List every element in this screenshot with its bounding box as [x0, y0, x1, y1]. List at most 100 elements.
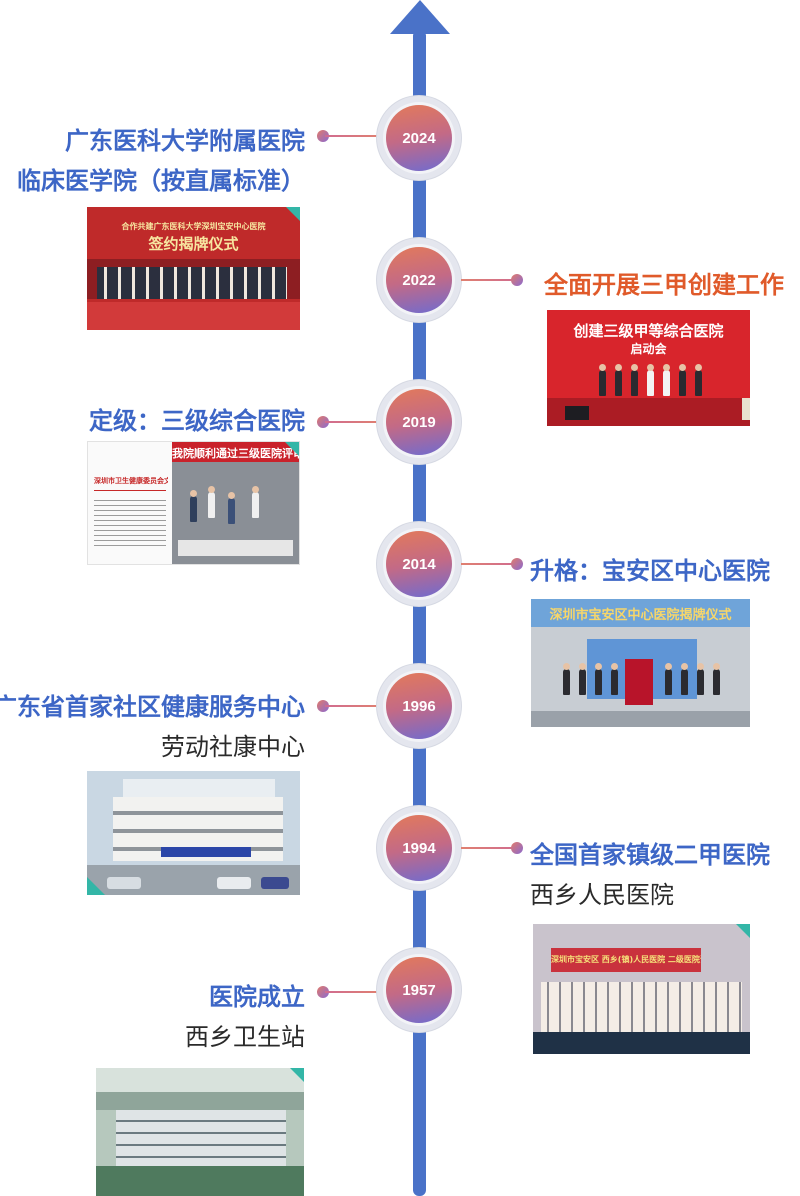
photo-car [217, 877, 251, 889]
milestone-1996-dot [317, 700, 329, 712]
photo-person [665, 663, 672, 695]
milestone-1996-connector [325, 705, 381, 707]
photo-person [681, 663, 688, 695]
milestone-2022-photo: 创建三级甲等综合医院 启动会 [547, 310, 750, 426]
photo-stand [742, 398, 750, 420]
milestone-1957-subtitle: 西乡卫生站 [185, 1023, 305, 1051]
milestone-2022-year: 2022 [386, 247, 452, 313]
photo-person [208, 486, 215, 518]
milestone-1996-subtitle: 劳动社康中心 [161, 733, 305, 761]
photo-floor [533, 1032, 750, 1054]
milestone-1994-photo-banner: 深圳市宝安区 西乡(镇)人民医院 二级医院评审会 [551, 955, 701, 964]
photo-document: 深圳市卫生健康委员会文件 [88, 442, 172, 564]
photo-person [611, 663, 618, 695]
photo-trees [96, 1166, 304, 1196]
milestone-1994-year: 1994 [386, 815, 452, 881]
photo-red-curtain [625, 659, 653, 705]
milestone-1994-dot [511, 842, 523, 854]
milestone-2022-title: 全面开展三甲创建工作 [544, 271, 784, 299]
milestone-2014-photo-banner: 深圳市宝安区中心医院揭牌仪式 [549, 608, 732, 623]
milestone-2014-year: 2014 [386, 531, 452, 597]
milestone-1957-title: 医院成立 [209, 983, 305, 1011]
milestone-2022-node: 2022 [377, 238, 461, 322]
photo-table [178, 540, 293, 556]
photo-corner-accent [290, 1068, 304, 1082]
photo-banner-bar: 我院顺利通过三级医院评审 [172, 442, 299, 462]
milestone-1994-node: 1994 [377, 806, 461, 890]
milestone-2019-connector [325, 421, 381, 423]
milestone-1957-connector [325, 991, 381, 993]
photo-floor [531, 711, 750, 727]
photo-document-rule [94, 490, 166, 491]
photo-hills [96, 1092, 304, 1110]
photo-person [228, 492, 235, 524]
milestone-1996-title: 广东省首家社区健康服务中心 [0, 693, 305, 721]
milestone-2024-photo: 合作共建广东医科大学深圳宝安中心医院 签约揭牌仪式 [87, 207, 300, 330]
photo-banner-bar: 深圳市宝安区 西乡(镇)人民医院 二级医院评审会 [551, 948, 701, 972]
milestone-1994-subtitle: 西乡人民医院 [530, 881, 674, 909]
photo-carpet [87, 302, 300, 330]
milestone-2014-connector [461, 563, 517, 565]
photo-group-people [541, 982, 742, 1032]
milestone-2019-photo: 深圳市卫生健康委员会文件 我院顺利通过三级医院评审 [87, 441, 300, 565]
milestone-2024-photo-banner2: 签约揭牌仪式 [148, 235, 239, 253]
photo-corner-accent [736, 924, 750, 938]
photo-person [190, 490, 197, 522]
photo-car [107, 877, 141, 889]
milestone-1996-photo [87, 771, 300, 895]
milestone-2022-photo-banner2: 启动会 [630, 342, 667, 356]
milestone-2022-connector [461, 279, 517, 281]
photo-document-title: 深圳市卫生健康委员会文件 [94, 477, 168, 485]
milestone-1957-node: 1957 [377, 948, 461, 1032]
photo-person [713, 663, 720, 695]
milestone-2024-title-line2: 临床医学院（按直属标准） [17, 167, 305, 195]
milestone-2019-node: 2019 [377, 380, 461, 464]
milestone-1996-year: 1996 [386, 673, 452, 739]
photo-group-people [97, 267, 287, 299]
photo-buildings [116, 1110, 286, 1166]
photo-person [679, 364, 686, 396]
milestone-2024-title-line1: 广东医科大学附属医院 [65, 127, 305, 155]
photo-person [697, 663, 704, 695]
milestone-2024-connector [325, 135, 381, 137]
photo-banner-bar: 深圳市宝安区中心医院揭牌仪式 [531, 599, 750, 627]
milestone-2019-title: 定级：三级综合医院 [89, 407, 305, 435]
milestone-1957-dot [317, 986, 329, 998]
milestone-2014-title: 升格：宝安区中心医院 [530, 557, 770, 585]
photo-building-banner [161, 847, 251, 857]
milestone-2024-photo-banner: 合作共建广东医科大学深圳宝安中心医院 [121, 222, 266, 231]
photo-person [595, 663, 602, 695]
photo-person [615, 364, 622, 396]
milestone-2022-dot [511, 274, 523, 286]
photo-podium [565, 406, 589, 420]
photo-person [647, 364, 654, 396]
milestone-2019-year: 2019 [386, 389, 452, 455]
milestone-2014-node: 2014 [377, 522, 461, 606]
milestone-1994-photo: 深圳市宝安区 西乡(镇)人民医院 二级医院评审会 [533, 924, 750, 1054]
photo-meeting-scene [172, 462, 299, 564]
milestone-2022-photo-banner: 创建三级甲等综合医院 [573, 322, 724, 340]
milestone-1994-title: 全国首家镇级二甲医院 [530, 841, 770, 869]
photo-corner-accent [87, 877, 105, 895]
milestone-2014-dot [511, 558, 523, 570]
photo-corner-accent [285, 442, 299, 456]
photo-person [579, 663, 586, 695]
milestone-2024-dot [317, 130, 329, 142]
photo-document-text [94, 500, 166, 546]
milestone-1957-year: 1957 [386, 957, 452, 1023]
milestone-2024-year: 2024 [386, 105, 452, 171]
milestone-2024-node: 2024 [377, 96, 461, 180]
photo-person [563, 663, 570, 695]
photo-building-sign [123, 779, 275, 797]
milestone-2019-photo-banner: 我院顺利通过三级医院评审 [172, 447, 299, 460]
photo-person [252, 486, 259, 518]
milestone-2019-dot [317, 416, 329, 428]
milestone-1957-photo [96, 1068, 304, 1196]
photo-person [663, 364, 670, 396]
photo-car [261, 877, 289, 889]
photo-corner-accent [286, 207, 300, 221]
photo-person [695, 364, 702, 396]
milestone-1994-connector [461, 847, 517, 849]
milestone-1996-node: 1996 [377, 664, 461, 748]
photo-person [631, 364, 638, 396]
